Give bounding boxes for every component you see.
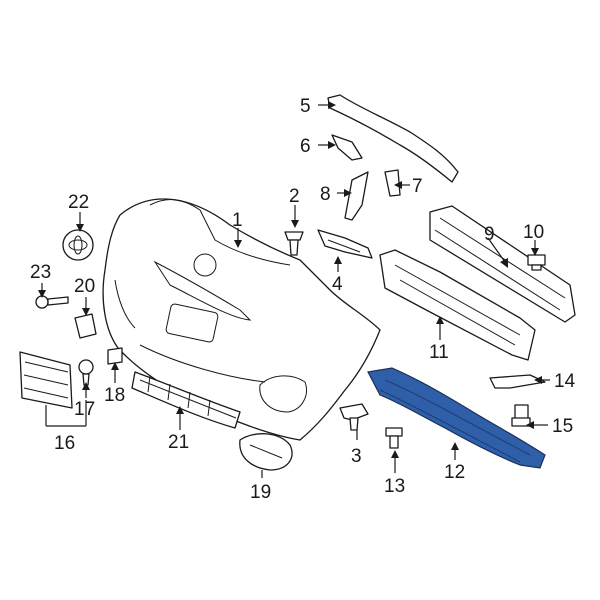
part-8-bracket bbox=[344, 171, 369, 221]
part-19-fog-bezel bbox=[239, 433, 293, 471]
callout-9: 9 bbox=[484, 224, 495, 245]
leader-lines bbox=[38, 101, 550, 478]
callout-6: 6 bbox=[300, 136, 311, 157]
part-4-side-bracket bbox=[317, 229, 373, 259]
callout-17: 17 bbox=[74, 399, 95, 420]
callout-3: 3 bbox=[351, 446, 362, 467]
part-16-plate-bracket bbox=[19, 351, 73, 409]
part-1-bumper-cover bbox=[102, 198, 381, 441]
callout-7: 7 bbox=[412, 176, 423, 197]
callout-10: 10 bbox=[523, 222, 544, 243]
part-20-plug bbox=[74, 313, 97, 339]
callout-15: 15 bbox=[552, 416, 573, 437]
part-21-lower-grille bbox=[131, 371, 241, 429]
part-10-bolt bbox=[527, 254, 546, 271]
part-11-absorber bbox=[379, 249, 536, 361]
part-6-bracket bbox=[331, 134, 363, 161]
callout-14: 14 bbox=[554, 371, 576, 392]
callout-20: 20 bbox=[74, 276, 95, 297]
callout-numbers: 1 2 3 4 5 6 7 8 9 10 11 12 13 14 15 16 1… bbox=[30, 96, 576, 503]
part-23-bolt bbox=[35, 295, 69, 309]
part-14-bracket bbox=[489, 374, 546, 389]
callout-21: 21 bbox=[168, 432, 189, 453]
callout-19: 19 bbox=[250, 482, 271, 503]
callout-8: 8 bbox=[320, 184, 331, 205]
callout-18: 18 bbox=[104, 385, 125, 406]
callout-11: 11 bbox=[429, 342, 449, 363]
part-13-bolt bbox=[385, 427, 403, 449]
part-15-bolt bbox=[511, 404, 531, 427]
callout-13: 13 bbox=[384, 476, 405, 497]
callout-4: 4 bbox=[332, 274, 343, 295]
part-3-bracket bbox=[339, 403, 369, 431]
callout-1: 1 bbox=[232, 210, 243, 231]
callout-12: 12 bbox=[444, 462, 465, 483]
part-17-screw bbox=[78, 359, 94, 386]
callout-5: 5 bbox=[300, 96, 311, 117]
callout-23: 23 bbox=[30, 262, 51, 283]
part-18-nut bbox=[107, 347, 123, 365]
part-2-clip bbox=[284, 231, 304, 256]
part-5-upper-retainer bbox=[327, 94, 459, 183]
callout-16: 16 bbox=[54, 433, 75, 454]
part-12-lower-absorber bbox=[367, 367, 546, 469]
part-7-bracket bbox=[384, 169, 401, 197]
callout-2: 2 bbox=[289, 186, 300, 207]
callout-22: 22 bbox=[68, 192, 89, 213]
part-22-emblem bbox=[62, 229, 94, 261]
